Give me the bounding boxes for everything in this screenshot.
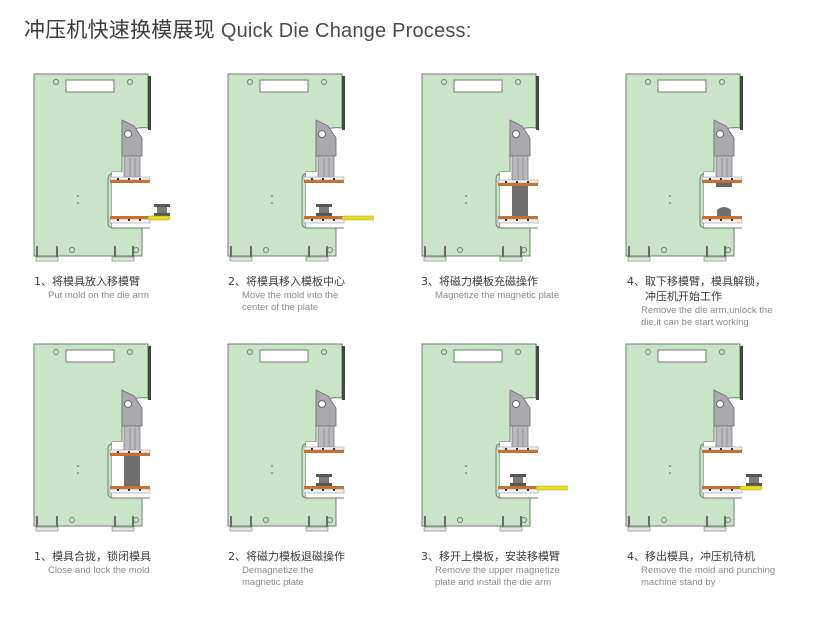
upper-magnetic-plate [304, 450, 344, 453]
title-english: Quick Die Change Process: [220, 20, 472, 42]
lower-magnetic-plate [498, 216, 538, 219]
caption-install-step-1: 1、将模具放入移模臂 Put mold on the die arm [34, 274, 149, 302]
caption-remove-step-1: 1、模具合拢，锁闭模具 Close and lock the mold [34, 549, 151, 577]
caption-en: Remove the mold and punching machine sta… [641, 565, 776, 588]
caption-zh: 3、将磁力模板充磁操作 [421, 275, 538, 288]
caption-remove-step-4: 4、移出模具，冲压机待机 Remove the mold and punchin… [627, 549, 775, 589]
caption-zh: 4、移出模具，冲压机待机 [627, 550, 755, 563]
caption-en: Remove the upper magnetize plate and ins… [435, 565, 560, 588]
die-mold [316, 204, 332, 216]
caption-en: Remove the die arm,unlock the die,it can… [641, 305, 773, 328]
press-ram [713, 389, 735, 427]
title-chinese: 冲压机快速换模展现 [24, 18, 215, 42]
lower-magnetic-plate [304, 486, 344, 489]
press-ram [509, 119, 531, 157]
caption-en: Demagnetize the magnetic plate [242, 565, 314, 588]
press-ram [121, 119, 143, 157]
diagram-remove-step-3 [418, 338, 608, 534]
caption-zh: 2、将磁力模板退磁操作 [228, 550, 345, 563]
caption-zh: 1、模具合拢，锁闭模具 [34, 550, 151, 563]
upper-magnetic-plate [498, 450, 538, 453]
lower-magnetic-plate [110, 216, 150, 219]
die-mold [510, 474, 526, 486]
lower-magnetic-plate [110, 486, 150, 489]
press-ram [315, 389, 337, 427]
caption-en: Put mold on the die arm [48, 290, 149, 301]
caption-remove-step-2: 2、将磁力模板退磁操作 Demagnetize the magnetic pla… [228, 549, 345, 589]
upper-magnetic-plate [110, 180, 150, 183]
upper-magnetic-plate [110, 453, 150, 456]
lower-magnetic-plate [304, 216, 344, 219]
caption-install-step-2: 2、将模具移入模板中心 Move the mold into the cente… [228, 274, 345, 314]
die-mold [746, 474, 762, 486]
die-arm [147, 215, 171, 221]
lower-magnetic-plate [702, 216, 742, 219]
die-arm [535, 485, 568, 491]
die-mold [154, 204, 170, 216]
caption-install-step-3: 3、将磁力模板充磁操作 Magnetize the magnetic plate [421, 274, 559, 302]
upper-magnetic-plate [702, 450, 742, 453]
die-mold [316, 474, 332, 486]
lower-magnetic-plate [702, 486, 742, 489]
diagram-install-step-1 [30, 68, 220, 264]
caption-install-step-4: 4、取下移模臂，模具解锁， 冲压机开始工作 Remove the die arm… [627, 274, 772, 329]
caption-en: Magnetize the magnetic plate [435, 290, 560, 301]
caption-zh: 4、取下移模臂，模具解锁， 冲压机开始工作 [627, 275, 766, 303]
diagram-install-step-4 [622, 68, 812, 264]
caption-zh: 2、将模具移入模板中心 [228, 275, 345, 288]
die-arm [739, 485, 763, 491]
press-ram [509, 389, 531, 427]
lower-magnetic-plate [498, 486, 538, 489]
press-ram [713, 119, 735, 157]
diagram-remove-step-2 [224, 338, 414, 534]
die-arm [341, 215, 374, 221]
upper-magnetic-plate [702, 180, 742, 183]
diagram-remove-step-1 [30, 338, 220, 534]
diagram-install-step-3 [418, 68, 608, 264]
press-ram [121, 389, 143, 427]
caption-zh: 1、将模具放入移模臂 [34, 275, 140, 288]
upper-magnetic-plate [304, 180, 344, 183]
caption-en: Close and lock the mold [48, 565, 150, 576]
upper-magnetic-plate [498, 183, 538, 186]
caption-zh: 3、移开上模板，安装移模臂 [421, 550, 560, 563]
caption-remove-step-3: 3、移开上模板，安装移模臂 Remove the upper magnetize… [421, 549, 560, 589]
caption-en: Move the mold into the center of the pla… [242, 290, 339, 313]
press-ram [315, 119, 337, 157]
diagram-remove-step-4 [622, 338, 812, 534]
diagram-install-step-2 [224, 68, 414, 264]
